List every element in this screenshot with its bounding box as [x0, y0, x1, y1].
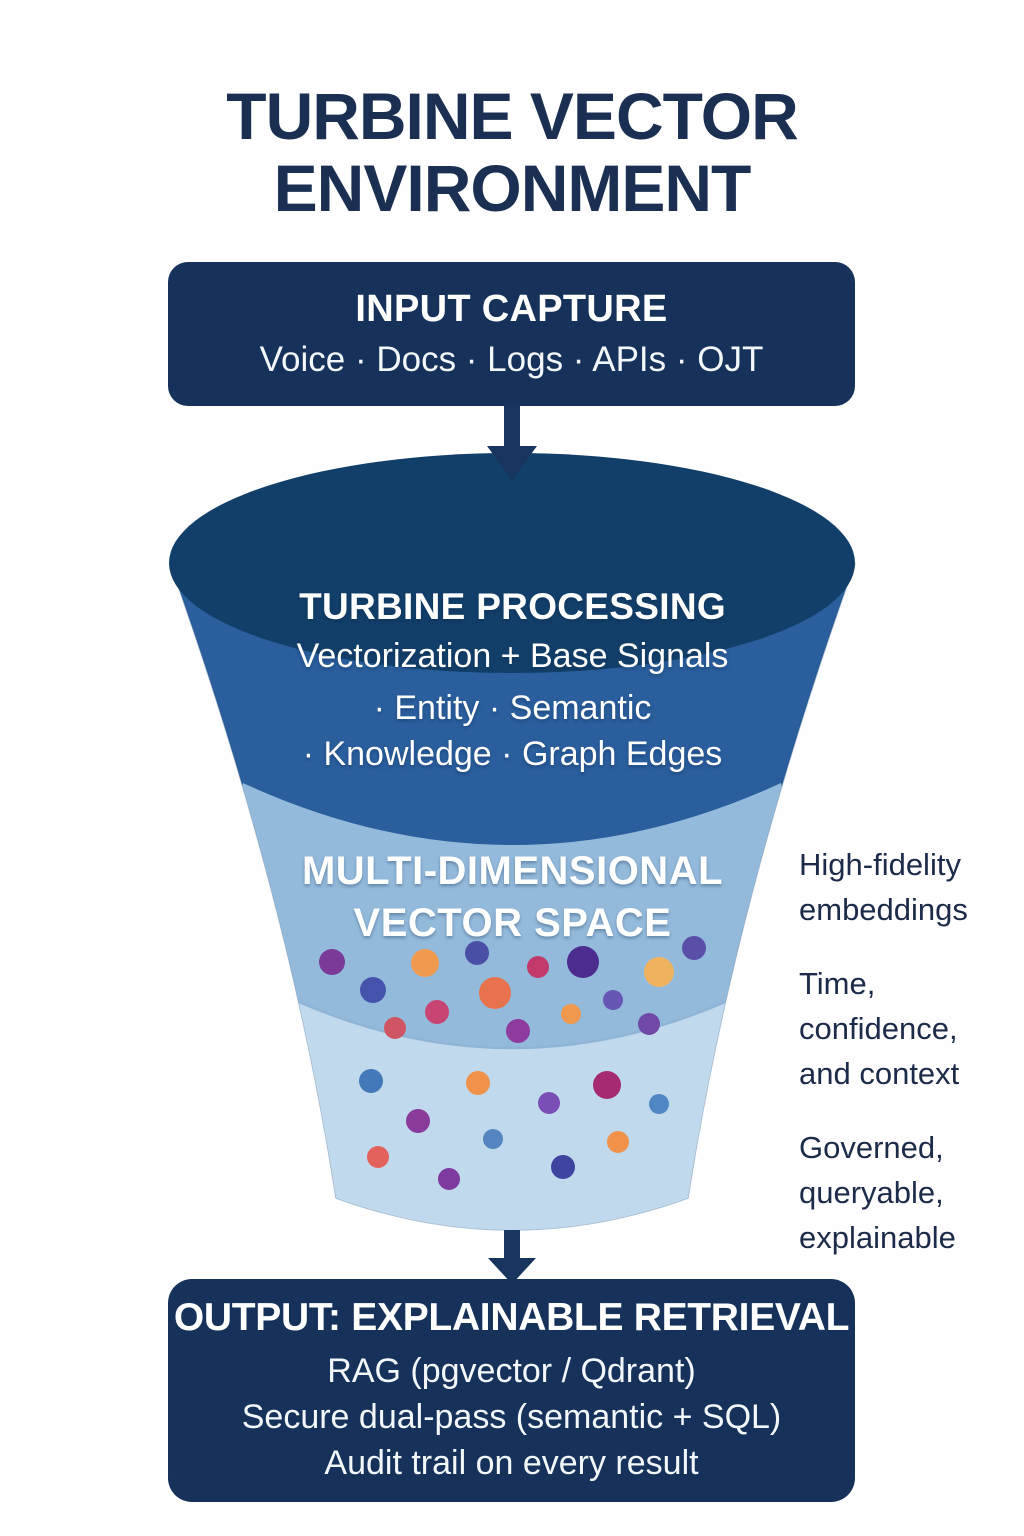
vector-dot	[406, 1109, 430, 1133]
vector-dot	[360, 977, 386, 1003]
output-line-audit: Audit trail on every result	[324, 1444, 699, 1482]
vector-dot	[561, 1004, 581, 1024]
page-title-line2: ENVIRONMENT	[273, 151, 752, 225]
output-line-rag: RAG (pgvector / Qdrant)	[327, 1352, 696, 1390]
vector-dot	[466, 1071, 490, 1095]
bullet-entity: · Entity	[373, 689, 480, 727]
vector-dot	[479, 977, 511, 1009]
vector-dot	[638, 1013, 660, 1035]
funnel-rim	[169, 453, 855, 673]
annotation-embeddings: High-fidelity embeddings	[799, 847, 968, 927]
vector-dot	[527, 956, 549, 978]
vector-dot	[425, 1000, 449, 1024]
bullet-knowledge: · Knowledge	[302, 735, 492, 773]
vector-dot	[649, 1094, 669, 1114]
vector-dot	[551, 1155, 575, 1179]
page-title-line1: TURBINE VECTOR	[226, 79, 799, 153]
vector-dot	[319, 949, 345, 975]
funnel-level-line	[298, 1000, 726, 1050]
vector-dot	[359, 1069, 383, 1093]
input-capture-heading: INPUT CAPTURE	[355, 288, 668, 330]
vector-dot	[682, 936, 706, 960]
vector-space-heading-line2: VECTOR SPACE	[353, 901, 672, 945]
vector-dot	[506, 1019, 530, 1043]
processing-bullets-row1: · Entity · Semantic	[170, 689, 855, 728]
vector-dot	[603, 990, 623, 1010]
arrow-down-icon-bottom	[488, 1220, 536, 1284]
input-capture-box: INPUT CAPTURE Voice · Docs · Logs · APIs…	[168, 262, 855, 406]
vector-space-heading-line1: MULTI-DIMENSIONAL	[301, 849, 724, 893]
output-line-dual-pass: Secure dual-pass (semantic + SQL)	[241, 1398, 782, 1436]
vector-dot	[607, 1131, 629, 1153]
vector-dot	[567, 946, 599, 978]
side-annotations: High-fidelity embeddings Time, confidenc…	[799, 842, 1017, 1289]
vector-dot	[367, 1146, 389, 1168]
vector-dot	[644, 957, 674, 987]
vector-dot	[438, 1168, 460, 1190]
vector-dot	[411, 949, 439, 977]
vector-dot	[593, 1071, 621, 1099]
bullet-graph-edges: · Graph Edges	[501, 735, 723, 773]
processing-heading: TURBINE PROCESSING	[299, 586, 726, 627]
annotation-context: Time, confidence, and context	[799, 966, 960, 1091]
processing-subheading: Vectorization + Base Signals	[296, 637, 729, 675]
bullet-semantic: · Semantic	[488, 689, 652, 727]
processing-bullets-row2: · Knowledge · Graph Edges	[170, 735, 855, 774]
arrow-down-icon-top	[487, 404, 537, 480]
input-capture-sources: Voice · Docs · Logs · APIs · OJT	[259, 340, 764, 379]
output-box: OUTPUT: EXPLAINABLE RETRIEVAL RAG (pgvec…	[168, 1279, 855, 1502]
output-heading: OUTPUT: EXPLAINABLE RETRIEVAL	[173, 1296, 850, 1339]
annotation-governed: Governed, queryable, explainable	[799, 1130, 956, 1255]
vector-dot	[538, 1092, 560, 1114]
vector-dot	[483, 1129, 503, 1149]
vector-dot	[465, 941, 489, 965]
embedding-dots	[319, 936, 706, 1190]
page-title: TURBINE VECTOR ENVIRONMENT	[0, 80, 1024, 224]
vector-dot	[384, 1017, 406, 1039]
